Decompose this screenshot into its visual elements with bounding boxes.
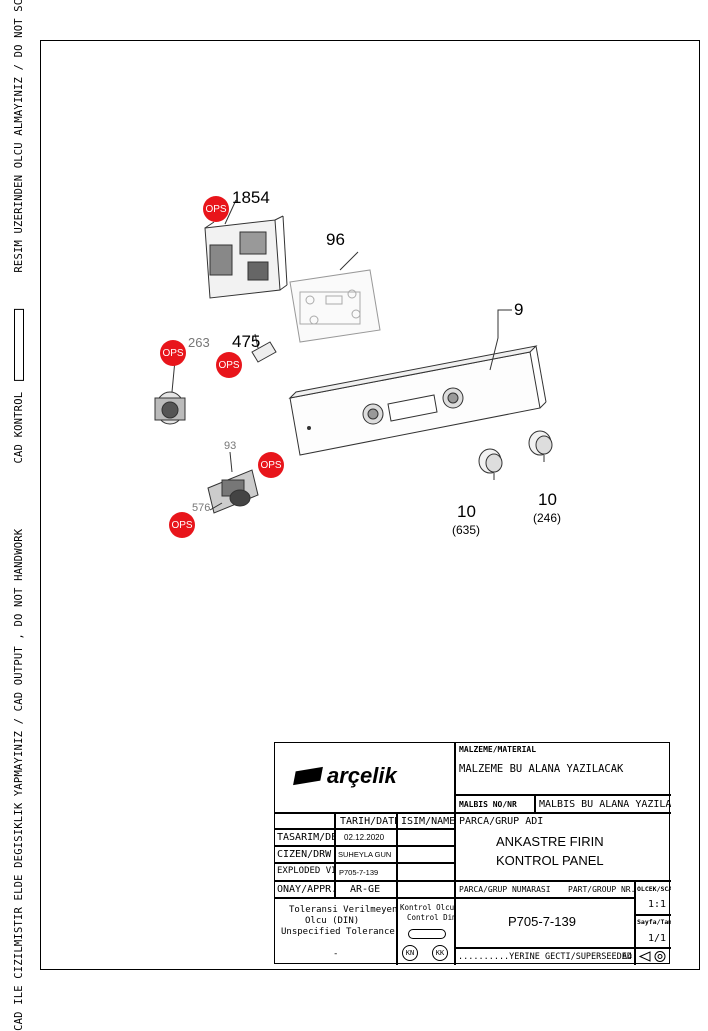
ops-marker-576: OPS	[169, 512, 195, 538]
group-name-label: PARCA/GRUP ADI	[459, 816, 544, 827]
callout-1854: 1854	[232, 188, 270, 207]
group-number-header-cell: PARCA/GRUP NUMARASI PART/GROUP NR.	[455, 881, 635, 898]
kn-symbol: KN	[402, 945, 418, 961]
exploded-view	[154, 199, 553, 514]
scale-value: 1:1	[648, 899, 667, 910]
part-96-display-board	[289, 251, 381, 343]
sheet-label: Sayfa/Tamami	[637, 918, 671, 926]
scale-cell: OLCEK/SCALE 1:1	[635, 881, 671, 915]
part-1854-control-board	[204, 199, 288, 299]
supersede-cell: ..........YERINE GECTI/SUPERSEEDED A4	[455, 948, 635, 965]
part-10-knob-246	[528, 430, 553, 462]
logo-cell: arçelik	[275, 743, 455, 813]
ops-marker-1854: OPS	[203, 196, 229, 222]
tolerance-line2: Olcu (DIN)	[305, 916, 360, 926]
callout-263: 263	[188, 335, 210, 350]
callout-10-right: 10	[538, 490, 557, 509]
part-number: P705-7-139	[508, 914, 576, 929]
part-475-shaft	[251, 333, 277, 363]
ops-marker-475: OPS	[216, 352, 242, 378]
paper-size: A4	[622, 952, 633, 962]
group-name-cell: PARCA/GRUP ADI ANKASTRE FIRIN KONTROL PA…	[455, 813, 671, 881]
group-name-line1: ANKASTRE FIRIN	[496, 834, 604, 849]
material-label: MALZEME/MATERIAL	[459, 745, 537, 754]
control-dim-line2: Control Dim.	[407, 913, 454, 922]
sheet-cell: Sayfa/Tamami 1/1	[635, 915, 671, 948]
row-label-drawn: CIZEN/DRW	[277, 849, 332, 860]
control-dim-line1: Kontrol Olculeri	[400, 903, 455, 912]
row-value-design: 02.12.2020	[344, 833, 385, 842]
malbis-value-cell: MALBIS BU ALANA YAZILACAK	[535, 795, 671, 813]
date-header: TARIH/DATE	[340, 816, 397, 827]
part-10-knob-635	[478, 448, 503, 480]
kk-symbol: KK	[432, 945, 448, 961]
row-label-exploded: EXPLODED VIEW	[277, 866, 334, 876]
malbis-label-cell: MALBIS NO/NR	[455, 795, 535, 813]
projection-symbol-icon	[638, 951, 666, 962]
tolerance-cell: Toleransi Verilmeyen Olcu (DIN) Unspecif…	[275, 898, 397, 965]
part-93-thermostat	[207, 451, 259, 514]
tolerance-line1: Toleransi Verilmeyen	[289, 905, 397, 915]
ops-marker-93: OPS	[258, 452, 284, 478]
group-number-label: PARCA/GRUP NUMARASI	[459, 885, 551, 894]
callout-9: 9	[514, 300, 524, 319]
row-value-approval: AR-GE	[350, 884, 381, 895]
row-label-approval: ONAY/APPR.	[277, 884, 335, 895]
ops-marker-263: OPS	[160, 340, 186, 366]
callout-10-right-code: (246)	[533, 511, 562, 525]
name-header: ISIM/NAME	[401, 816, 455, 827]
row-value-exploded: P705-7-139	[339, 868, 379, 877]
part-9-control-panel	[288, 309, 547, 456]
supersede-label: ..........YERINE GECTI/SUPERSEEDED	[458, 952, 632, 962]
group-name-line2: KONTROL PANEL	[496, 853, 604, 868]
arcelik-logo-mark	[293, 766, 323, 786]
sheet-value: 1/1	[648, 933, 667, 944]
drawing-frame	[40, 40, 700, 970]
row-value-drawn: SUHEYLA GUN	[338, 850, 392, 859]
malbis-value: MALBIS BU ALANA YAZILACAK	[539, 799, 671, 810]
callout-576: 576	[192, 502, 211, 514]
title-block: arçelik MALZEME/MATERIAL MALZEME BU ALAN…	[274, 742, 671, 965]
control-dim-cell: Kontrol Olculeri Control Dim. KN KK	[397, 898, 455, 965]
material-value: MALZEME BU ALANA YAZILACAK	[459, 763, 624, 775]
tolerance-line3: Unspecified Tolerance	[281, 927, 395, 937]
name-header-cell: ISIM/NAME	[397, 813, 455, 829]
arcelik-logo: arçelik	[327, 763, 397, 788]
callout-10-left-code: (635)	[452, 523, 481, 537]
part-number-cell: P705-7-139	[455, 898, 635, 948]
control-dim-oval	[408, 929, 446, 939]
malbis-label: MALBIS NO/NR	[459, 800, 517, 809]
projection-symbol-cell	[635, 948, 671, 965]
callout-96: 96	[326, 230, 345, 249]
tolerance-dash: -	[333, 949, 339, 959]
material-cell: MALZEME/MATERIAL MALZEME BU ALANA YAZILA…	[455, 743, 671, 795]
part-group-label: PART/GROUP NR.	[568, 885, 635, 894]
part-263-selector-switch	[154, 359, 186, 425]
callout-10-left: 10	[457, 502, 476, 521]
date-header-cell: TARIH/DATE	[335, 813, 397, 829]
callout-93: 93	[224, 440, 237, 452]
row-label-design: TASARIM/DES.	[277, 832, 334, 843]
callout-475: 475	[232, 332, 261, 351]
scale-label: OLCEK/SCALE	[637, 885, 671, 893]
